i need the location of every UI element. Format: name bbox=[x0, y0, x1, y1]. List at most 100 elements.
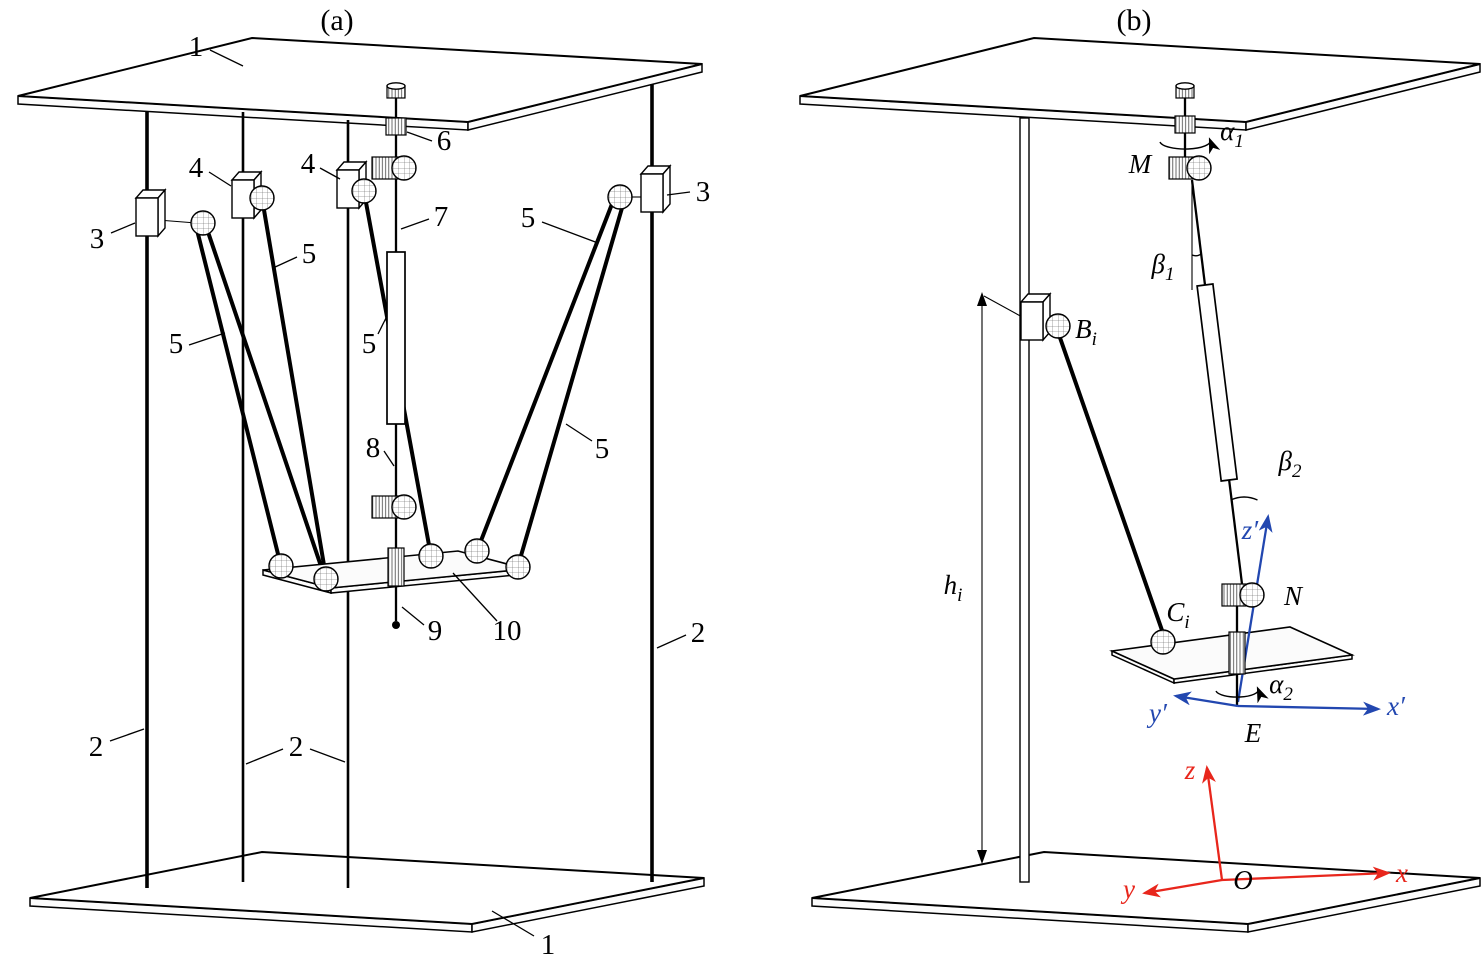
leader-line bbox=[272, 256, 298, 269]
beta2-angle-arc bbox=[1230, 496, 1258, 501]
label-rail-left: 2 bbox=[89, 731, 104, 763]
label-bottom-plate: 1 bbox=[541, 929, 556, 957]
rod-c bbox=[261, 202, 328, 579]
label-rod: 5 bbox=[362, 328, 377, 360]
label-N: N bbox=[1283, 581, 1304, 611]
leader-line bbox=[188, 332, 226, 346]
label-rail-middle: 2 bbox=[289, 731, 304, 763]
label-rod: 5 bbox=[521, 202, 536, 234]
end-tip-dot bbox=[392, 621, 400, 629]
leader-line bbox=[309, 748, 346, 763]
ball-joint bbox=[190, 210, 216, 236]
fixed-frame: z x y O bbox=[1120, 755, 1408, 904]
slider-inner-left-a bbox=[230, 170, 275, 220]
upper-universal-joint-a bbox=[371, 155, 417, 181]
leader-line bbox=[406, 131, 433, 142]
rod-e bbox=[516, 206, 624, 568]
ball-joint bbox=[1045, 313, 1071, 339]
label-slider-inner-left: 4 bbox=[189, 152, 204, 184]
beta1-angle-arc bbox=[1191, 253, 1202, 257]
x-axis bbox=[1221, 866, 1391, 882]
ball-joint bbox=[418, 543, 444, 569]
leader-line bbox=[377, 317, 387, 335]
label-x-prime: x′ bbox=[1386, 691, 1406, 721]
label-slider-left: 3 bbox=[90, 223, 105, 255]
leader-line bbox=[209, 49, 244, 67]
lower-universal-joint-a bbox=[371, 494, 417, 520]
label-O: O bbox=[1233, 865, 1253, 895]
rod-b bbox=[205, 227, 327, 580]
leader-line bbox=[452, 572, 498, 622]
label-rod: 5 bbox=[169, 328, 184, 360]
rods-a bbox=[195, 195, 624, 580]
label-alpha2: α2 bbox=[1269, 669, 1293, 705]
panel-a: (a) bbox=[17, 4, 711, 957]
leader-line bbox=[541, 221, 599, 244]
panel-b-title: (b) bbox=[1117, 4, 1152, 37]
guide-rail-b bbox=[1019, 117, 1030, 883]
leader-line bbox=[491, 910, 535, 937]
labels-a: 1 6 3 4 4 3 5 5 5 5 5 7 8 bbox=[89, 31, 711, 957]
slider-right-a bbox=[607, 164, 672, 214]
slider-inner-right-a bbox=[335, 160, 377, 210]
label-x: x bbox=[1395, 858, 1408, 888]
leader-line bbox=[245, 748, 284, 765]
alpha1-rotation-arrow bbox=[1159, 137, 1221, 155]
ball-joint bbox=[313, 566, 339, 592]
screw-head-a bbox=[385, 82, 407, 136]
telescopic-sleeve-b bbox=[1196, 283, 1239, 482]
label-y-prime: y′ bbox=[1146, 698, 1168, 728]
rod-a bbox=[195, 228, 283, 568]
leader-line bbox=[401, 606, 425, 626]
label-M: M bbox=[1128, 149, 1153, 179]
leader-line bbox=[208, 171, 232, 187]
slider-left-a bbox=[134, 188, 216, 238]
screw-head-b bbox=[1174, 82, 1196, 134]
platform-knurl-b bbox=[1228, 631, 1246, 675]
dimension-hi: hi bbox=[944, 292, 1025, 864]
x-prime-axis bbox=[1237, 701, 1381, 716]
y-axis bbox=[1142, 878, 1223, 898]
ball-joint bbox=[1186, 155, 1212, 181]
ball-joint bbox=[464, 538, 490, 564]
label-hi: hi bbox=[944, 570, 963, 606]
leader-line bbox=[319, 167, 341, 180]
leader-line bbox=[565, 423, 593, 442]
ball-joint bbox=[351, 178, 377, 204]
leader-line bbox=[110, 222, 136, 234]
leader-line bbox=[109, 728, 145, 742]
label-screw: 6 bbox=[437, 125, 452, 157]
ball-joint bbox=[391, 494, 417, 520]
label-upper-link: 7 bbox=[434, 201, 449, 233]
leader-line bbox=[666, 191, 691, 196]
ball-joint bbox=[391, 155, 417, 181]
panel-b: (b) hi bbox=[799, 4, 1481, 933]
label-y: y bbox=[1120, 874, 1135, 904]
guide-rails-a bbox=[145, 84, 654, 888]
joint-M bbox=[1168, 155, 1212, 181]
top-plate-b bbox=[799, 36, 1481, 131]
label-beta1: β1 bbox=[1151, 249, 1175, 285]
label-slider-right: 3 bbox=[696, 176, 711, 208]
label-z-prime: z′ bbox=[1241, 515, 1260, 545]
label-rod: 5 bbox=[595, 433, 610, 465]
ball-joint bbox=[1239, 582, 1265, 608]
label-z: z bbox=[1184, 755, 1196, 785]
label-Ci: Ci bbox=[1166, 597, 1189, 633]
joint-N bbox=[1221, 582, 1265, 608]
label-moving-platform: 10 bbox=[493, 615, 522, 647]
label-E: E bbox=[1244, 718, 1262, 748]
label-top-plate: 1 bbox=[189, 31, 204, 63]
y-prime-axis bbox=[1173, 691, 1239, 708]
label-lower-link: 8 bbox=[366, 432, 381, 464]
label-beta2: β2 bbox=[1278, 446, 1302, 482]
ball-joint bbox=[268, 553, 294, 579]
slider-bi bbox=[1019, 292, 1071, 342]
leader-line bbox=[400, 218, 430, 230]
ball-joint bbox=[505, 554, 531, 580]
ball-joint bbox=[607, 184, 633, 210]
rod-bi-ci bbox=[1056, 330, 1166, 638]
z-axis bbox=[1202, 765, 1224, 881]
bottom-plate-a bbox=[29, 850, 705, 933]
